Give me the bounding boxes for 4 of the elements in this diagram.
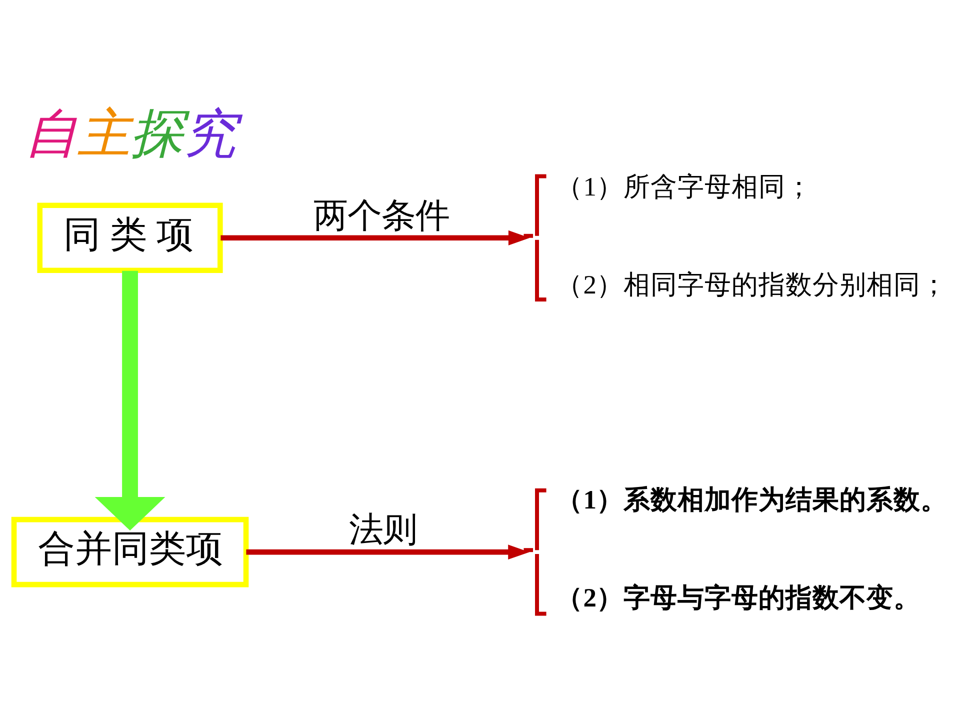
edge-label: 两个条件 <box>314 196 450 234</box>
edge-label: 法则 <box>348 510 417 549</box>
node-text: （1）系数相加作为结果的系数。 （2）字母与字母的指数不变。 <box>556 484 948 612</box>
node-text: （1）所含字母相同； （2）相同字母的指数分别相同； <box>556 170 948 300</box>
